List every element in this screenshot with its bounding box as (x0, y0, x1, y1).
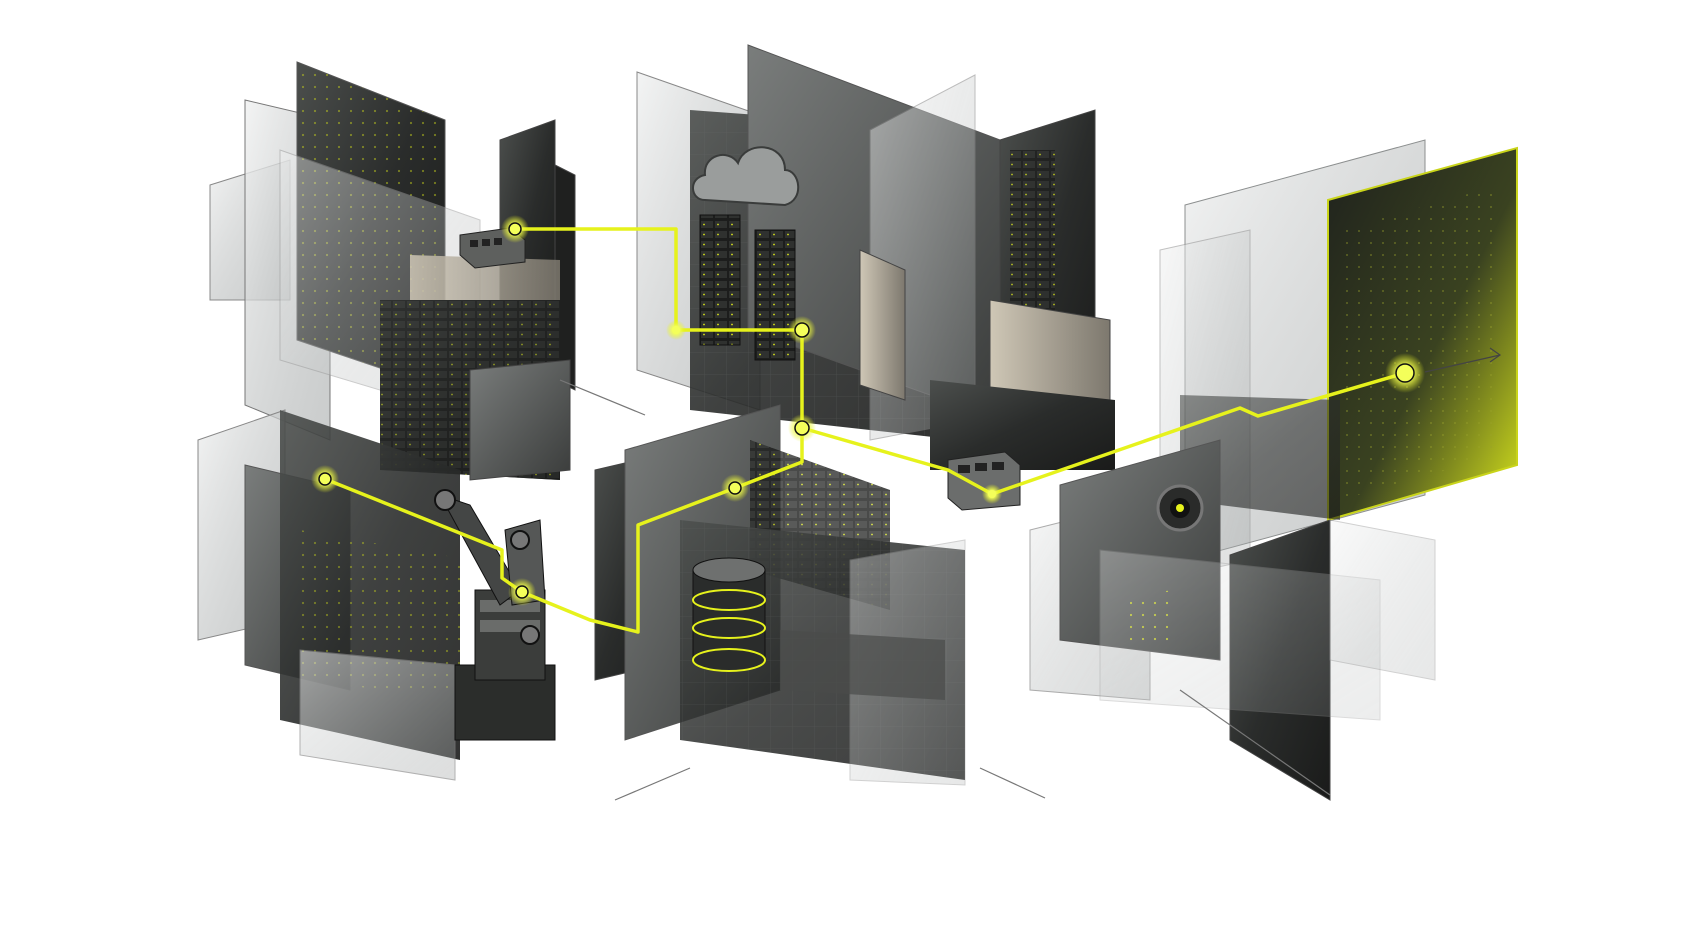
cluster-top-center (636, 44, 1115, 470)
connection-line-bottom (324, 477, 736, 634)
node (788, 316, 816, 344)
cluster-bottom-left (197, 409, 470, 781)
connection-network (324, 227, 1406, 634)
database-icon (692, 557, 766, 672)
connection-line-right (801, 371, 1406, 496)
arrow-right-icon (1424, 347, 1502, 373)
connection-nodes (311, 215, 1425, 606)
node (1385, 353, 1425, 393)
cloud-icon (692, 146, 800, 207)
cluster-right (1159, 139, 1518, 581)
floor-lines (559, 379, 1331, 801)
node (721, 474, 749, 502)
connection-line-vertical (734, 330, 804, 490)
robot-arm-icon (434, 489, 556, 741)
node (788, 414, 816, 442)
camera-lens-icon (1156, 484, 1204, 532)
node (311, 465, 339, 493)
node (666, 320, 686, 340)
cluster-bottom-center (594, 404, 966, 786)
connection-line-top (515, 227, 802, 332)
node (982, 484, 1002, 504)
node (501, 215, 529, 243)
node (508, 578, 536, 606)
server-rack-icon (947, 451, 1021, 511)
